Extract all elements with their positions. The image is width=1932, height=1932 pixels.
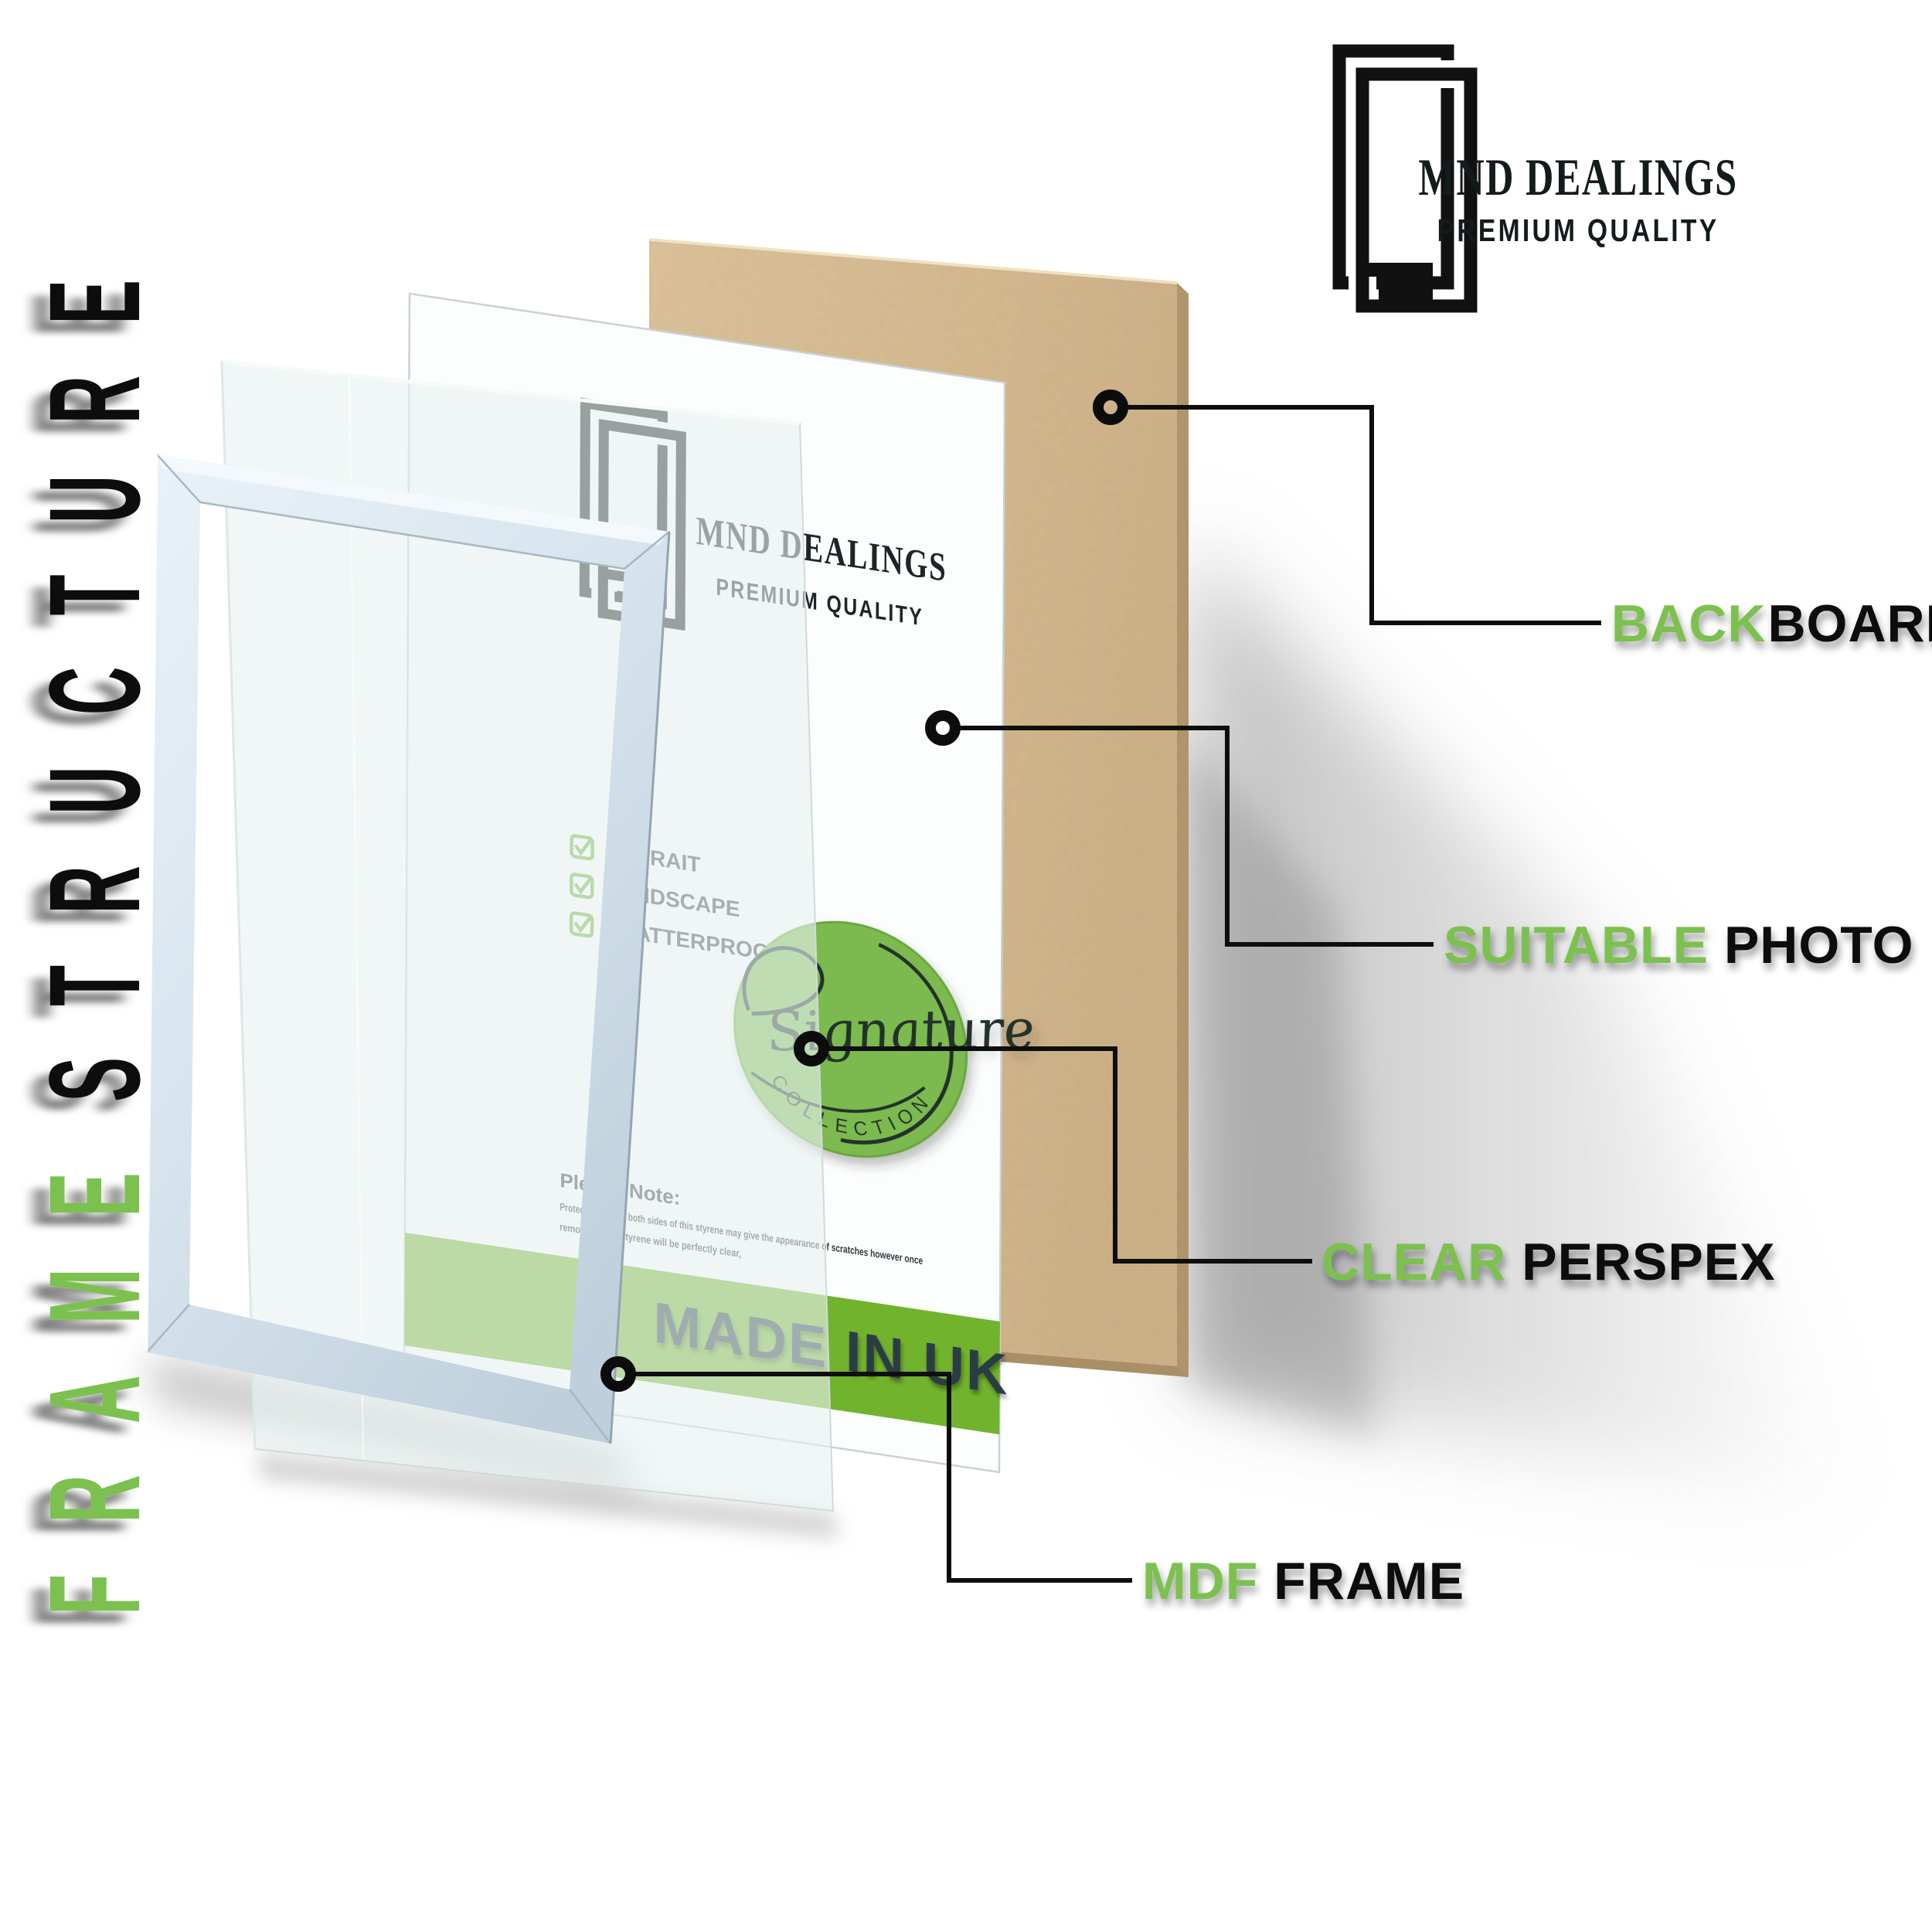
frame-body [147, 454, 669, 1444]
brand-tagline-wrap: PREMIUM QUALITY [1437, 213, 1719, 248]
brand-logo: MND DEALINGS PREMIUM QUALITY [1332, 44, 1737, 320]
callout-lines [634, 405, 1601, 1583]
perspex-shadow [257, 1453, 838, 1539]
frame-right-edge [609, 531, 671, 1444]
backboard-side-edge [1177, 283, 1189, 1377]
brand-logo-icon [1332, 44, 1485, 320]
mdf-frame-layer [145, 454, 671, 1444]
label-black-part: PERSPEX [1522, 1233, 1775, 1291]
perspex-reflection [349, 375, 364, 1460]
stamp-arc-line [840, 942, 954, 1145]
ring-frame [600, 1356, 636, 1392]
label-mdf-frame: MDF FRAME [1142, 1552, 1464, 1611]
callout-rings [600, 389, 1128, 1392]
label-black-part: FRAME [1274, 1552, 1464, 1611]
frame-miter-lines [146, 454, 670, 1444]
label-green-part: MDF [1142, 1552, 1258, 1611]
label-suitable-photo: SUITABLE PHOTO [1444, 916, 1914, 975]
frame-left-highlight [145, 454, 158, 1353]
frame-top-face [157, 454, 669, 545]
perspex-layer [220, 359, 835, 1512]
label-black-part: BOARD [1767, 594, 1932, 653]
label-clear-perspex: CLEAR PERSPEX [1321, 1233, 1775, 1291]
ring-photo [925, 710, 961, 746]
title-word-structure: STRUCTURE [22, 229, 167, 1102]
label-black-part: PHOTO [1724, 916, 1914, 975]
label-backboard: BACKBOARD [1611, 594, 1932, 653]
label-green-part: SUITABLE [1444, 916, 1709, 975]
backboard-top-highlight [648, 238, 1178, 284]
callout-line-backboard [1126, 405, 1601, 625]
title-word-frame: FRAME [22, 1121, 167, 1615]
brand-name: MND DEALINGS [1418, 148, 1737, 206]
vertical-title-text: FRAME STRUCTURE [22, 229, 167, 1615]
label-green-part: BACK [1611, 594, 1766, 653]
ring-backboard [1093, 389, 1128, 425]
brand-name-wrap: MND DEALINGS [1418, 148, 1737, 206]
callout-line-photo [958, 726, 1434, 947]
perspex-top-edge [221, 359, 801, 426]
perspex-left-edge [220, 361, 257, 1450]
ring-perspex [794, 1031, 829, 1066]
brand-tagline: PREMIUM QUALITY [1437, 213, 1719, 248]
callout-line-perspex [827, 1046, 1312, 1264]
vertical-title: FRAME STRUCTURE [22, 229, 167, 1615]
callout-line-frame [634, 1372, 1132, 1583]
label-green-part: CLEAR [1321, 1233, 1506, 1291]
callout-labels: BACKBOARD SUITABLE PHOTO CLEAR PERSPEX MDF… [1142, 594, 1932, 1611]
